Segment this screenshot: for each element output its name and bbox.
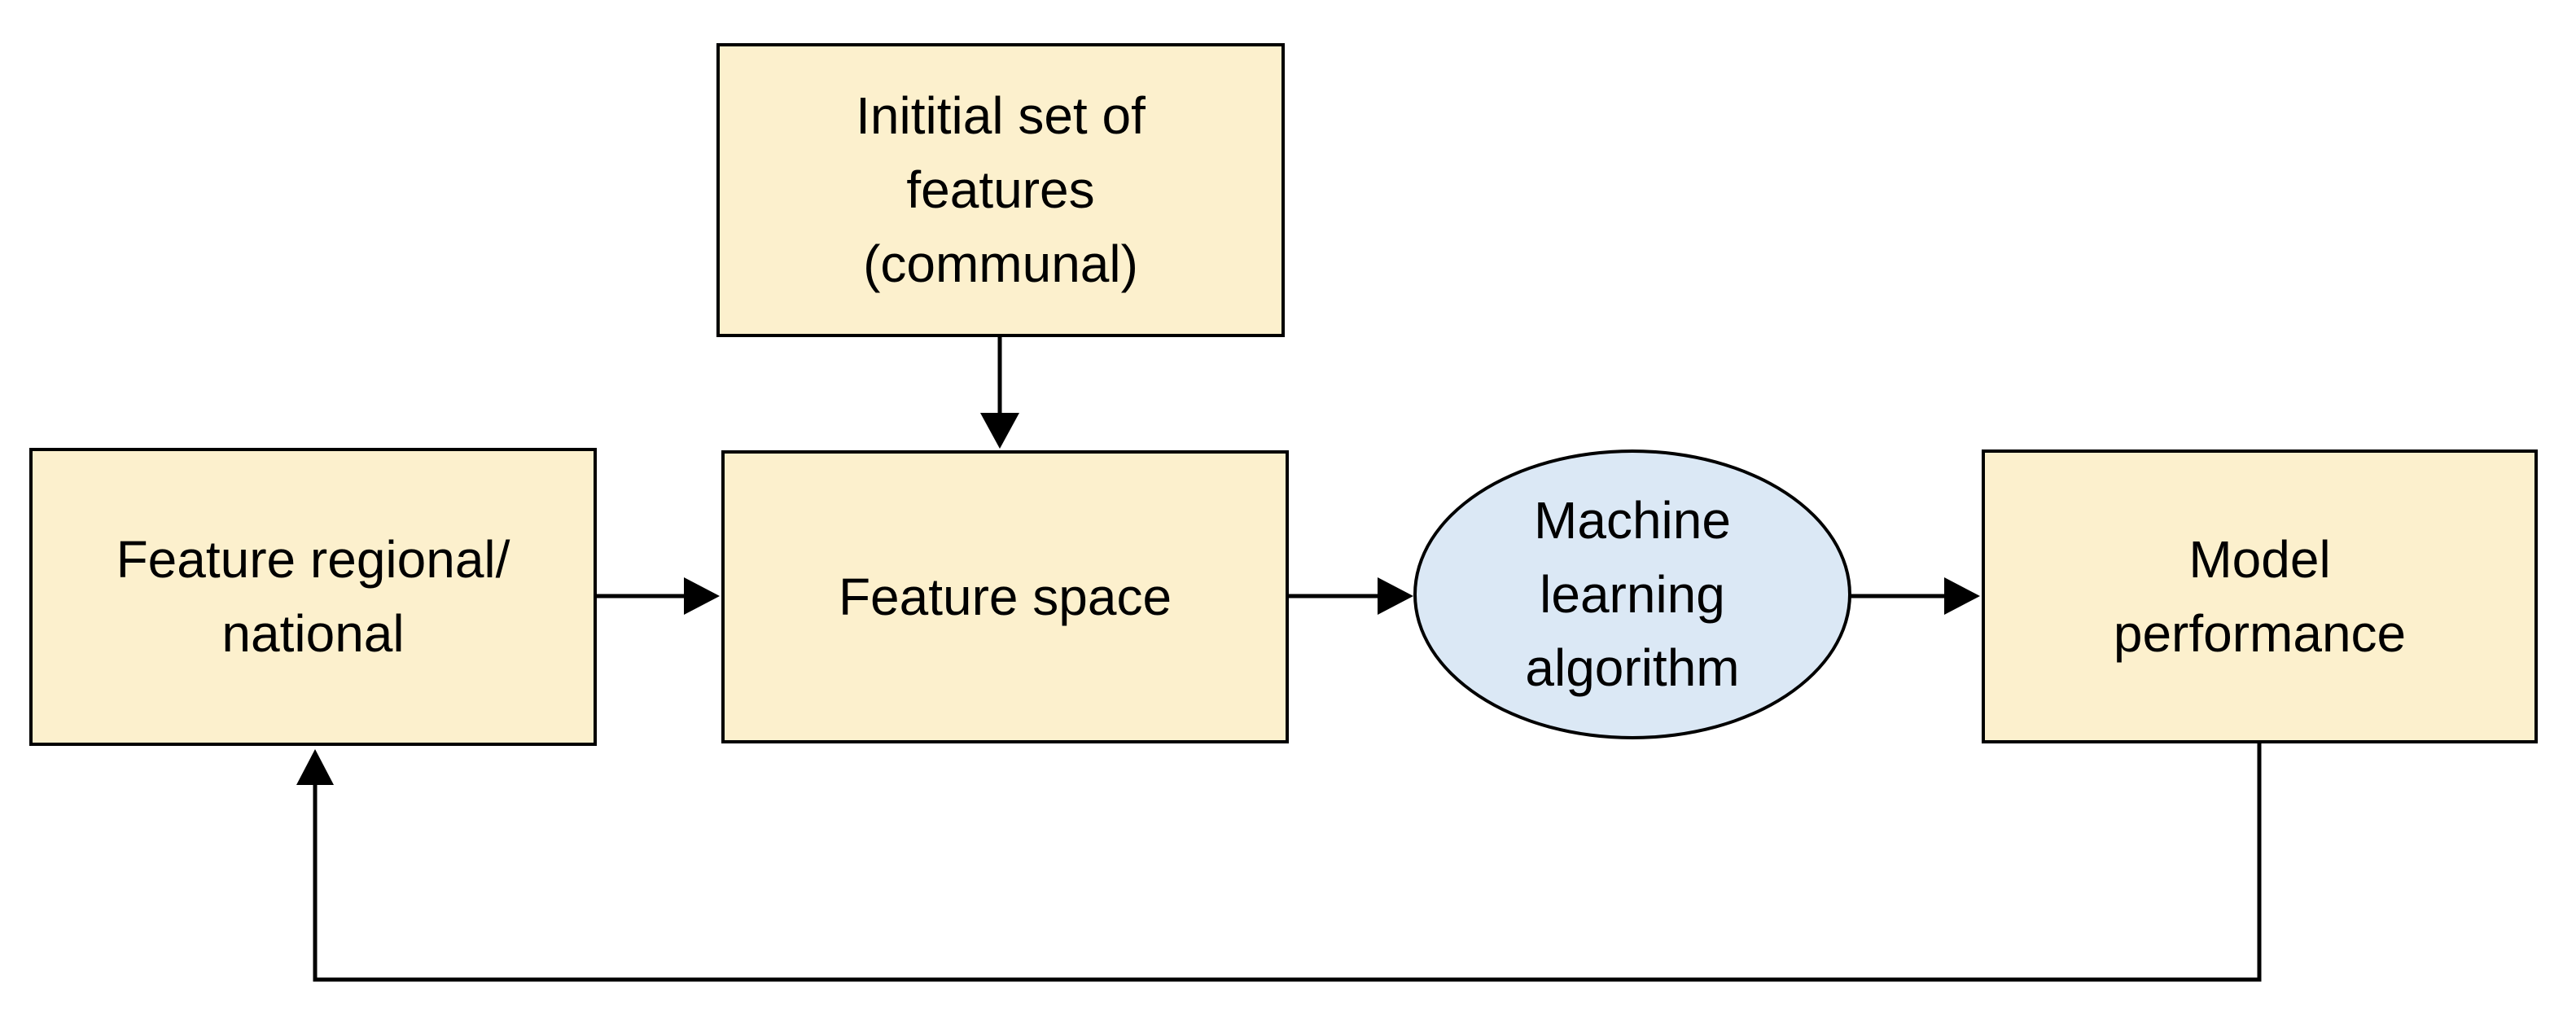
arrowhead-up-icon <box>296 749 334 785</box>
arrowhead-right-icon <box>1378 577 1413 615</box>
edge-featureregional-to-featurespace <box>597 577 720 615</box>
node-model-performance: Model performance <box>1982 449 2538 743</box>
node-initial-set-of-features: Inititial set of features (communal) <box>716 43 1285 337</box>
edge-mlalgorithm-to-modelperformance <box>1849 577 1980 615</box>
arrowhead-right-icon <box>684 577 720 615</box>
node-feature-regional-national: Feature regional/ national <box>29 448 597 746</box>
edge-modelperformance-to-featureregional <box>296 743 2262 982</box>
node-machine-learning-algorithm: Machine learning algorithm <box>1413 449 1851 739</box>
node-initial-set-of-features-label: Inititial set of features (communal) <box>856 86 1146 293</box>
edge-featurespace-to-mlalgorithm <box>1289 577 1413 615</box>
arrowhead-down-icon <box>980 413 1019 449</box>
node-model-performance-label: Model performance <box>2113 529 2407 663</box>
node-machine-learning-algorithm-label: Machine learning algorithm <box>1525 490 1740 698</box>
node-feature-space-label: Feature space <box>838 567 1172 626</box>
edge-initialset-to-featurespace <box>980 336 1019 449</box>
arrowhead-right-icon <box>1944 577 1980 615</box>
edge-modelperformance-to-featureregional-line <box>313 743 2262 982</box>
node-feature-regional-national-label: Feature regional/ national <box>116 530 510 663</box>
node-feature-space: Feature space <box>721 450 1289 743</box>
